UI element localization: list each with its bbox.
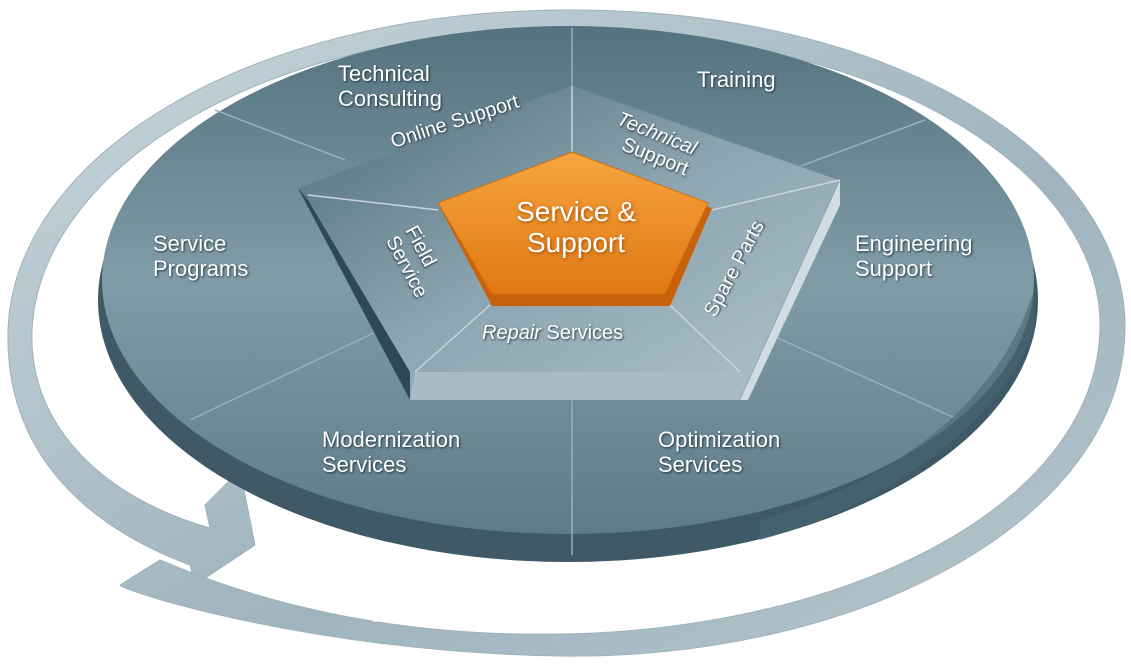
- technical-consulting-line2: Consulting: [338, 85, 442, 111]
- service-programs-line2: Programs: [153, 255, 249, 281]
- center-pentagon: [437, 151, 709, 295]
- engineering-support-line1: Engineering: [855, 231, 973, 256]
- optimization-services-label: Optimization Services: [658, 427, 781, 477]
- training-label: Training: [697, 67, 776, 92]
- repair-italic: Repair: [482, 322, 541, 344]
- center-title-line2: Support: [526, 227, 626, 259]
- service-programs-label: Service Programs: [153, 231, 249, 281]
- service-programs-line1: Service: [153, 231, 227, 256]
- engineering-support-line2: Support: [855, 255, 933, 281]
- engineering-support-label: Engineering Support: [855, 231, 973, 281]
- optimization-services-line1: Optimization: [658, 427, 781, 452]
- pentagon-dividers: [307, 86, 841, 373]
- life-cycle-ring: [7, 9, 1126, 657]
- technical-consulting-label: Technical Consulting: [338, 61, 442, 111]
- modernization-services-line2: Services: [322, 451, 407, 477]
- repair-services-label: Repair Services: [482, 322, 623, 344]
- technical-consulting-line1: Technical: [338, 61, 430, 86]
- life-cycle-label: Life Cycle Management: [370, 573, 708, 629]
- center-title: Service & Support: [478, 196, 674, 259]
- center-title-line1: Service &: [516, 196, 636, 227]
- optimization-services-line2: Services: [658, 451, 743, 477]
- repair-rest: Services: [546, 322, 624, 344]
- modernization-services-line1: Modernization: [322, 427, 461, 452]
- modernization-services-label: Modernization Services: [322, 427, 461, 477]
- sector-dividers: [189, 28, 956, 555]
